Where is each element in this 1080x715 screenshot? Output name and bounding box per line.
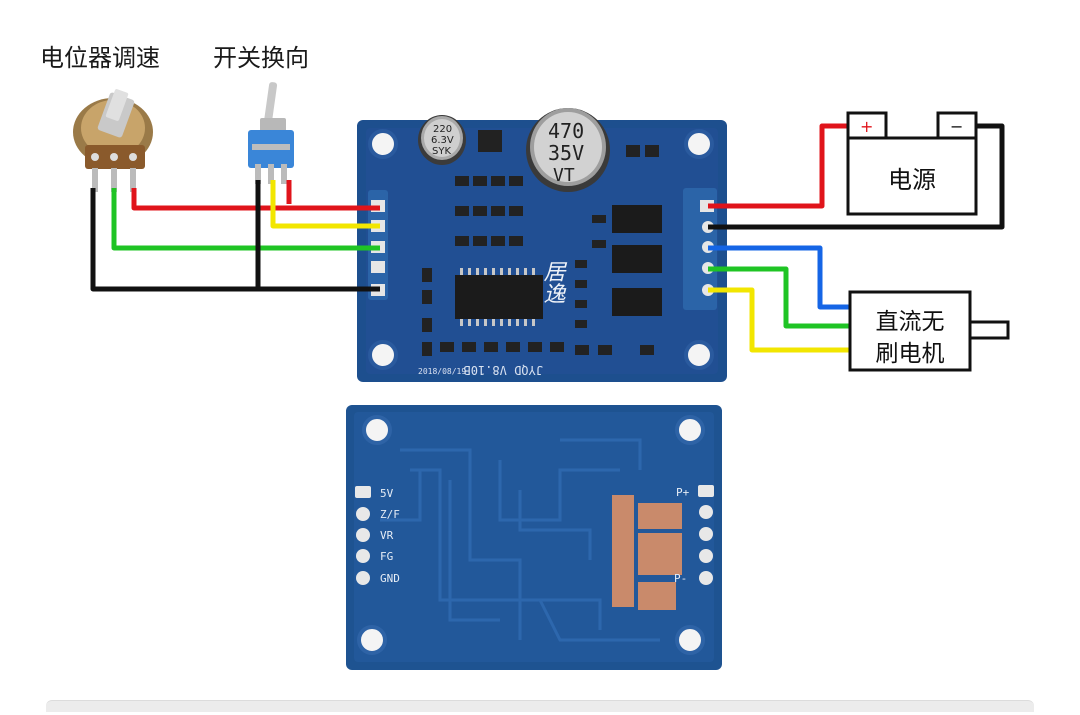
motor-label-line2: 刷电机 [875,341,945,367]
bottom-signal-pins [355,486,371,585]
right-header [683,188,717,310]
power-plus-sign: + [860,117,873,136]
wire-black-pot [90,188,380,292]
wire-red-power [708,123,856,209]
wire-green-pot [111,188,380,251]
pin-label-vr: VR [380,529,394,542]
right-wires [708,123,1005,353]
direction-switch-label: 开关换向 [213,44,309,72]
pin-label-gnd: GND [380,572,400,585]
driver-board-top: JYQD V8.10B 2018/08/19 居逸 [357,120,727,382]
large-cap-line2: 35V [548,141,584,165]
wire-green-motor [708,266,850,329]
small-capacitor: 220 6.3V SYK [418,115,466,165]
power-label: 电源 [888,166,936,194]
small-cap-line3: SYK [432,146,451,157]
mosfets [612,205,662,316]
driver-board-bottom: 5V Z/F VR FG GND P+ P- [346,405,722,670]
pin-label-p-plus: P+ [676,486,690,499]
motor-label-line1: 直流无 [875,309,945,335]
copper-pads [612,495,682,610]
board-model-text: JYQD V8.10B [464,363,543,377]
motor-shaft [968,320,1010,340]
potentiometer-label: 电位器调速 [40,44,160,72]
left-wires [90,180,380,292]
potentiometer [73,89,153,192]
wire-yellow-switch [270,180,380,229]
power-minus-sign: − [950,117,963,136]
board-logo-text: 居逸 [540,260,566,304]
pin-label-zf: Z/F [380,508,400,521]
bottom-scroll-bar [46,700,1034,712]
toggle-switch [248,82,294,184]
power-minus-terminal [936,111,978,140]
board-date-text: 2018/08/19 [418,367,466,376]
mounting-holes-bottom [357,415,705,655]
power-supply-box: + − [846,111,978,216]
ic-chip [455,275,543,319]
power-plus-terminal [846,111,888,140]
large-cap-line3: VT [553,165,575,186]
small-cap-line1: 220 [433,124,452,135]
large-capacitor: 470 35V VT [526,108,610,192]
motor-box [848,290,1010,372]
pcb-traces [380,438,660,642]
pin-label-5v: 5V [380,487,394,500]
wire-yellow-motor [708,287,850,353]
large-cap-line1: 470 [548,119,584,143]
wire-blue-motor [708,245,850,310]
smd-components [422,130,659,356]
mounting-holes-top [368,129,714,370]
wire-red-pot [131,188,380,211]
pin-label-p-minus: P- [674,572,687,585]
wire-black-power [708,123,1005,230]
small-cap-line2: 6.3V [431,135,454,146]
pin-label-fg: FG [380,550,393,563]
bottom-power-pins [698,485,714,585]
